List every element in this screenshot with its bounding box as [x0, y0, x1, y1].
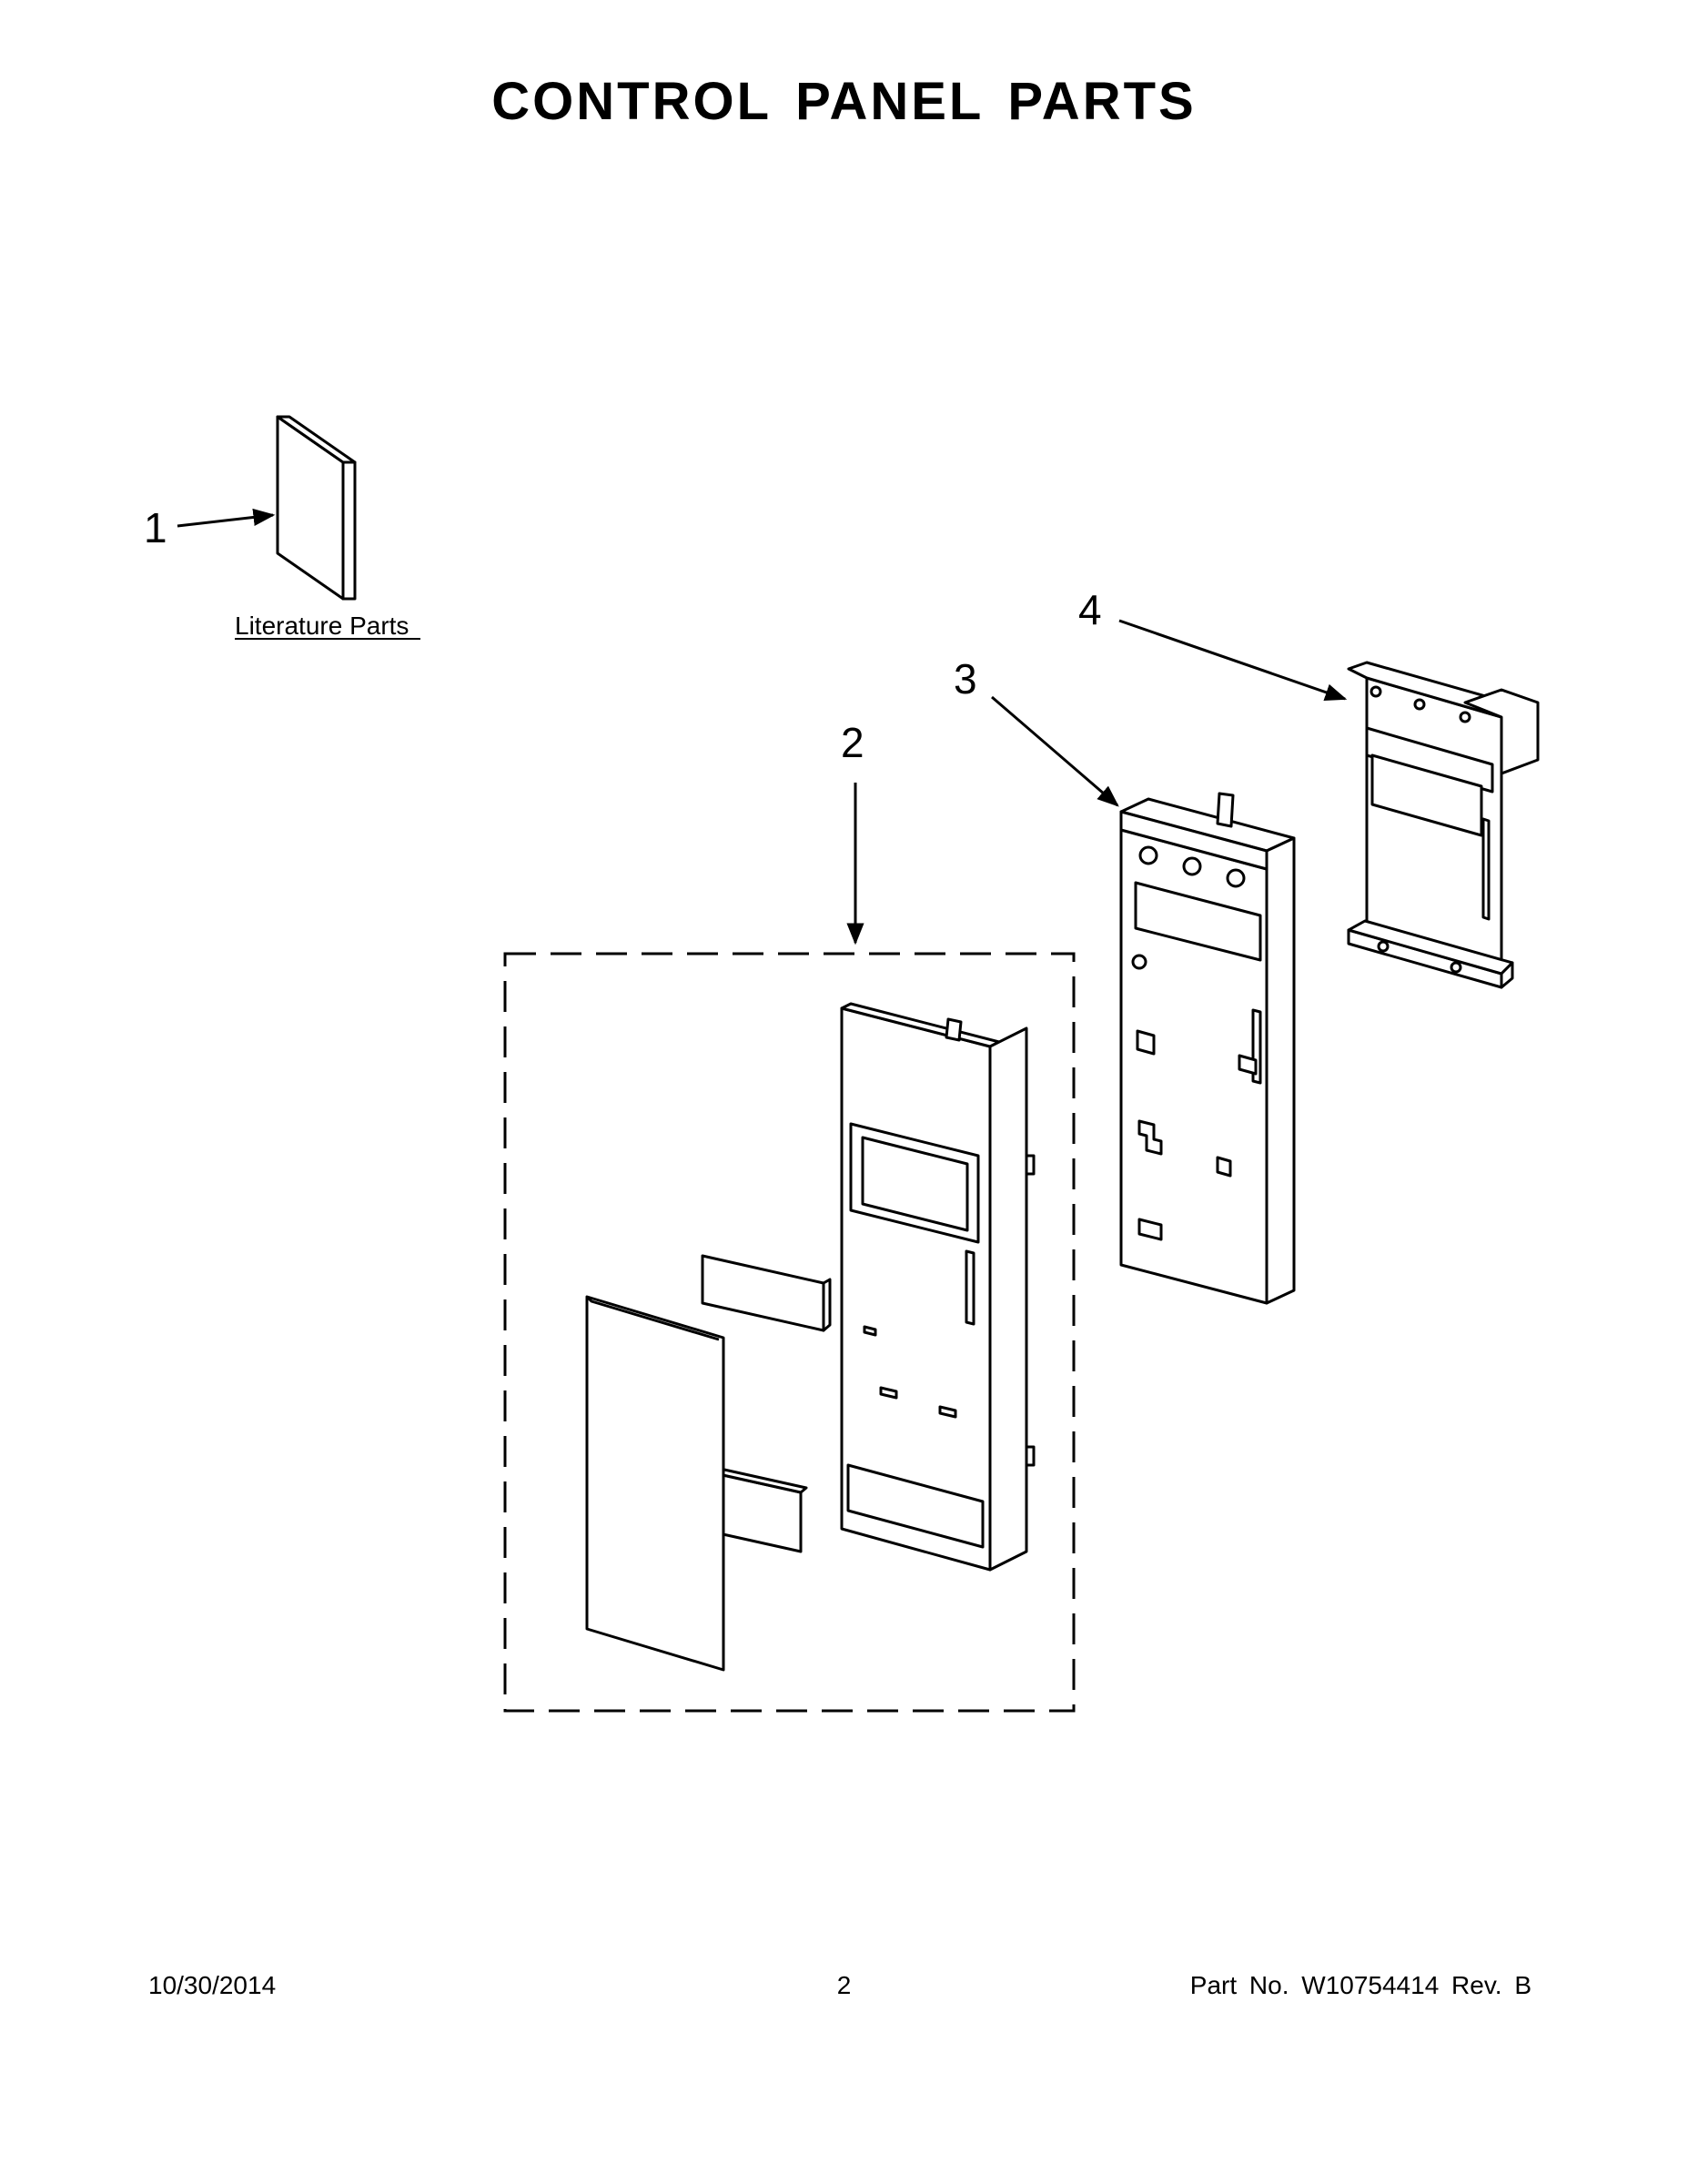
touch-membrane-overlay-part	[585, 1295, 725, 1672]
leader-1	[177, 508, 276, 528]
callout-2: 2	[841, 719, 864, 766]
membrane-bracket-part	[717, 1468, 808, 1553]
leader-4	[1118, 619, 1348, 701]
page-title: CONTROL PANEL PARTS	[491, 72, 1197, 131]
callout-1: 1	[144, 504, 167, 551]
control-panel-frame-part	[840, 1002, 1036, 1572]
leader-3	[991, 695, 1119, 807]
callout-3: 3	[954, 655, 977, 703]
footer-part-number: Part No. W10754414 Rev. B	[1189, 1971, 1531, 1999]
electronic-control-board-part	[1347, 661, 1540, 989]
literature-booklet-part	[276, 415, 357, 601]
assembly-group-box	[503, 952, 1076, 1713]
display-window-insert-part	[701, 1254, 832, 1332]
footer-date: 10/30/2014	[148, 1971, 277, 1999]
control-housing-part	[1119, 792, 1296, 1305]
callout-4: 4	[1078, 586, 1102, 633]
literature-parts-label[interactable]: Literature Parts	[235, 612, 409, 640]
footer-page-number: 2	[836, 1971, 852, 1999]
